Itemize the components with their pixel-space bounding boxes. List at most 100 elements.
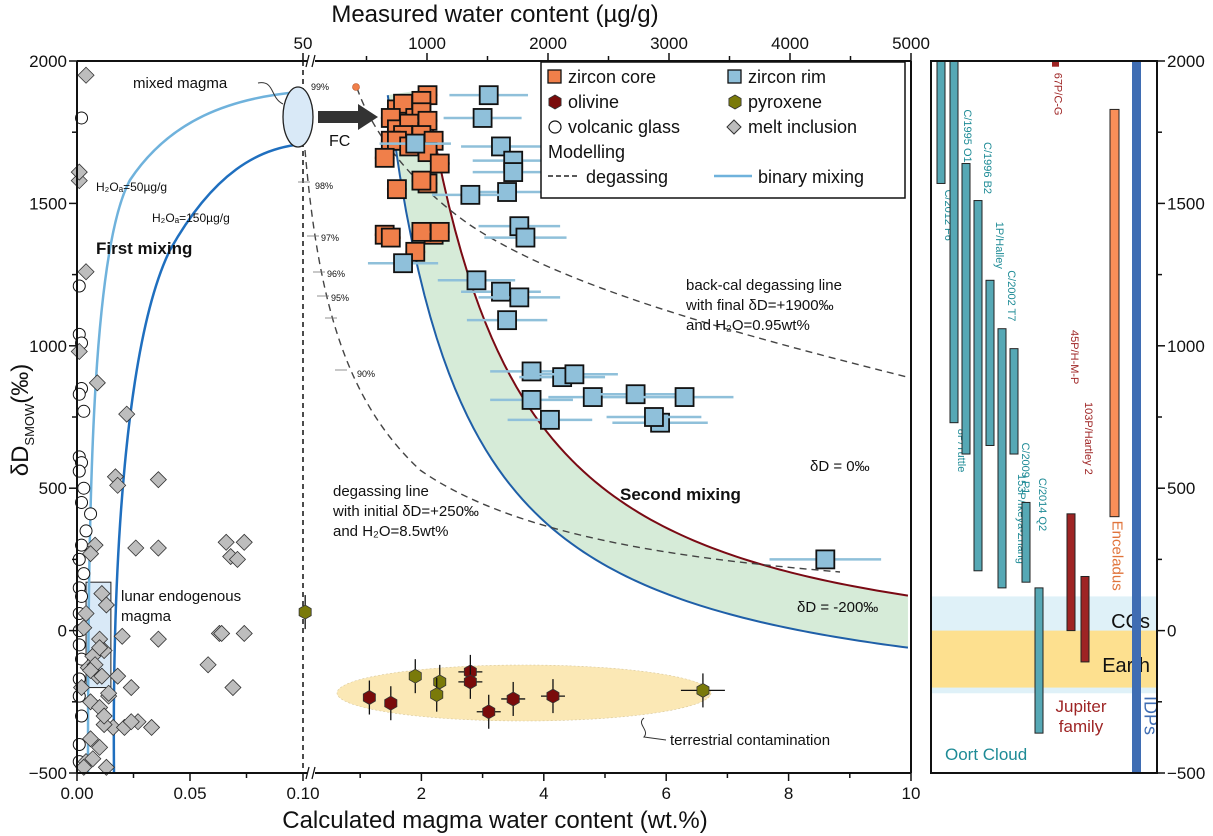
melt-inclusion-point (235, 533, 253, 551)
melt-inclusion-point (88, 374, 106, 392)
side-y-tick-label: 0 (1167, 622, 1176, 641)
olivine-point (384, 695, 398, 711)
comet-bar (985, 279, 995, 446)
melt-inclusion-point (127, 539, 145, 557)
annotation-degas-2: with initial δD=+250‰ (332, 503, 479, 520)
legend-label: melt inclusion (748, 117, 857, 137)
annotation-h2o-50: H₂Oₐ=50µg/g (96, 180, 167, 194)
comet-bar (961, 163, 971, 455)
axis-break-mark (311, 54, 316, 68)
data-points (70, 66, 882, 776)
zircon-rim-point (497, 182, 517, 202)
terrestrial-contamination-ellipse (336, 664, 712, 722)
annotation-backcal-3: and H₂O=0.95wt% (686, 317, 810, 334)
comet-bar-label: 103P/Hartley 2 (1082, 402, 1094, 475)
comet-bar (1009, 348, 1019, 455)
comet-bar-label: 1P/Halley (993, 222, 1005, 270)
group-label-jupiter: Jupiter (1055, 697, 1106, 716)
volcanic-glass-point (75, 589, 89, 603)
legend: zircon core zircon rim olivine pyroxene … (540, 61, 906, 199)
y-axis-title-main: δD (7, 446, 34, 477)
comet-bar (973, 200, 983, 572)
legend-label: olivine (568, 92, 619, 112)
x2-tick-label: 50 (294, 34, 313, 53)
melt-inclusion-point (143, 718, 161, 736)
melt-inclusion-point (199, 656, 217, 674)
melt-inclusion-point (149, 539, 167, 557)
legend-label: zircon core (568, 67, 656, 87)
zircon-rim-point (564, 364, 585, 385)
legend-marker-olivine (548, 94, 562, 110)
comet-bar (1109, 108, 1120, 518)
annotation-dd-0: δD = 0‰ (810, 458, 870, 475)
melt-inclusion-point (109, 476, 127, 494)
annotation-arrow (640, 717, 667, 741)
curve-dd-0 (423, 89, 909, 597)
pyroxene-point (298, 604, 312, 620)
melt-inclusion-point (91, 639, 109, 657)
volcanic-glass-point (72, 279, 86, 293)
axis-break-mark (311, 766, 316, 780)
legend-marker-pyroxene (728, 94, 742, 110)
x-tick-label: 10 (902, 784, 921, 803)
side-y-tick-label: 1000 (1167, 337, 1205, 356)
side-y-tick-label: −500 (1167, 764, 1205, 783)
x2-tick-label: 3000 (650, 34, 688, 53)
zircon-rim-point (478, 85, 499, 106)
melt-inclusion-point (93, 667, 111, 685)
comet-bar (1080, 575, 1090, 663)
melt-inclusion-point (122, 713, 140, 731)
melt-inclusion-point (81, 661, 100, 680)
axis-break-mark (305, 54, 310, 68)
band-earth (931, 630, 1157, 688)
zircon-rim-point (582, 387, 603, 407)
annotation-fc: FC (329, 133, 350, 150)
comet-bar-label: 67P/C-G (1052, 73, 1064, 116)
annotation-mixed-magma: mixed magma (133, 75, 228, 92)
annotations: mixed magma FC H₂Oₐ=50µg/g H₂Oₐ=150µg/g … (96, 75, 878, 749)
melt-inclusion-point (113, 627, 131, 645)
zircon-rim-point (540, 409, 560, 430)
olivine-point (463, 674, 477, 690)
mixing-curve-150 (112, 143, 296, 773)
zircon-rim-point (644, 407, 664, 427)
curve-dd-minus200 (386, 95, 909, 649)
annotation-arrow (257, 82, 284, 105)
axis-break-gap (307, 767, 315, 779)
comet-bar (1132, 61, 1141, 773)
y-axis-title: δDSMOW(‰) (7, 364, 37, 477)
y-tick-label: 1000 (29, 337, 67, 356)
side-y-tick-label: 500 (1167, 479, 1195, 498)
degas-pct-98: 98% (315, 181, 333, 191)
pyroxene-point (696, 682, 710, 698)
volcanic-glass-point (75, 495, 89, 509)
x2-tick-label: 5000 (892, 34, 930, 53)
y-tick-label: −500 (29, 764, 67, 783)
legend-marker-zircon-core (547, 69, 562, 84)
olivine-point (362, 690, 376, 705)
melt-inclusion-point (235, 624, 253, 643)
degas-pct-97: 97% (321, 233, 339, 243)
zircon-core-point (429, 153, 450, 174)
x-tick-label: 4 (539, 784, 548, 803)
x-tick-label: 0.00 (60, 784, 93, 803)
group-label-jupiter: family (1059, 717, 1104, 736)
volcanic-glass-point (77, 404, 91, 418)
annotation-backcal-1: back-cal degassing line (686, 277, 842, 294)
comet-bar-label: C/1996 B2 (981, 142, 993, 194)
comet-bar (936, 60, 946, 184)
legend-label: volcanic glass (568, 117, 680, 137)
y-axis-title-sub: SMOW (22, 403, 37, 446)
annotation-h2o-150: H₂Oₐ=150µg/g (152, 211, 230, 225)
comet-bar-label: IDPs (1141, 696, 1161, 735)
volcanic-glass-point (72, 464, 86, 478)
zircon-core-point (429, 221, 450, 242)
annotation-lunar-1: lunar endogenous (121, 588, 241, 605)
legend-modelling-title: Modelling (548, 142, 625, 162)
volcanic-glass-point (77, 481, 91, 495)
group-label-oort: Oort Cloud (945, 745, 1027, 764)
zircon-core-point (374, 147, 395, 168)
axis-break-mark (305, 766, 310, 780)
